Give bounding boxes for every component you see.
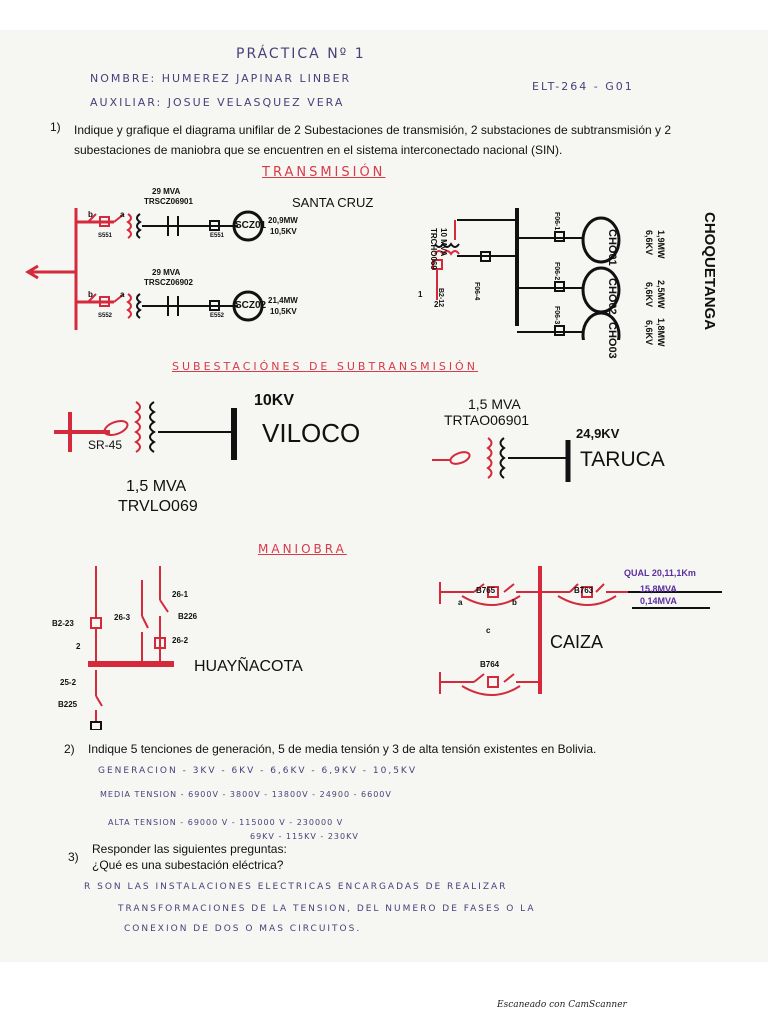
- q2-generation: GENERACION - 3KV - 6KV - 6,6KV - 6,9KV -…: [98, 766, 417, 776]
- caiza-b763: B763: [574, 586, 594, 595]
- scz-t1-label-a: a: [120, 210, 125, 219]
- q3-number: 3): [68, 850, 79, 864]
- hua-label-2: 2: [76, 642, 81, 651]
- hua-label-263: 26-3: [114, 613, 131, 622]
- hua-label-262: 26-2: [172, 636, 189, 645]
- scz-gen2: SCZ02: [235, 300, 267, 311]
- scz-t1-label-b: b: [88, 210, 93, 219]
- viloco-name: VILOCO: [262, 418, 361, 448]
- santa-cruz-name: SANTA CRUZ: [292, 195, 374, 210]
- scz-t1-code: TRSCZ06901: [144, 197, 193, 206]
- cho-gen3-name: CHO03: [606, 322, 618, 359]
- scz-gen1-mw: 20,9MW: [268, 216, 298, 225]
- cho-gen2-name: CHO02: [606, 278, 618, 315]
- cho-node-1: 1: [418, 290, 423, 299]
- scz-gen1-kv: 10,5KV: [270, 227, 297, 236]
- student-name: NOMBRE: HUMEREZ JAPINAR LINBER: [90, 72, 352, 85]
- scz-gen1: SCZ01: [235, 220, 267, 231]
- caiza-mva1: 15,8MVA: [640, 584, 677, 594]
- caiza-label-b: b: [512, 598, 517, 607]
- scz-t1-mva: 29 MVA: [152, 187, 181, 196]
- q1-text-line2: subestaciones de maniobra que se encuent…: [74, 143, 563, 157]
- scz-gen2-kv: 10,5KV: [270, 307, 297, 316]
- cho-gen2-mw: 2,5MW: [656, 280, 666, 309]
- scz-t2-mva: 29 MVA: [152, 268, 181, 277]
- cho-gen3-kv: 6,6KV: [644, 320, 654, 346]
- q1-number: 1): [50, 120, 61, 134]
- caiza-label-a: a: [458, 598, 463, 607]
- cho-gen2-kv: 6,6KV: [644, 282, 654, 308]
- q1-text-line1: Indique y grafique el diagrama unifilar …: [74, 123, 672, 137]
- caiza-b765: B765: [476, 586, 496, 595]
- scanner-watermark: Escaneado con CamScanner: [497, 1000, 627, 1010]
- choquetanga-name: CHOQUETANGA: [701, 212, 718, 331]
- q3-answer-line2: TRANSFORMACIONES DE LA TENSION, DEL NUME…: [118, 904, 536, 914]
- section-maneuver-title: MANIOBRA: [258, 542, 347, 556]
- taruca-mva: 1,5 MVA: [468, 396, 521, 412]
- cho-mva: 10 MVA: [439, 228, 448, 257]
- viloco-switch: SR-45: [88, 438, 123, 452]
- taruca-code: TRTAO06901: [444, 412, 530, 428]
- q2-media: MEDIA TENSION - 6900V - 3800V - 13800V -…: [100, 790, 392, 799]
- scanned-page: PRÁCTICA Nº 1 NOMBRE: HUMEREZ JAPINAR LI…: [0, 30, 768, 962]
- q2-alta-2: 69KV - 115KV - 230KV: [250, 832, 359, 841]
- taruca-kv: 24,9KV: [576, 426, 620, 441]
- scz-t2-breaker-left: S552: [98, 313, 113, 319]
- q3-answer-line1: R SON LAS INSTALACIONES ELECTRICAS ENCAR…: [84, 882, 508, 892]
- caiza-label-c: c: [486, 626, 491, 635]
- caiza-diagram: [439, 566, 722, 696]
- cho-gen2-breaker: F06-2: [553, 262, 560, 281]
- caiza-b764: B764: [480, 660, 500, 669]
- q2-text: Indique 5 tenciones de generación, 5 de …: [88, 742, 597, 756]
- cho-gen3-breaker: F06-3: [553, 306, 560, 325]
- cho-code: TRCHO069: [429, 228, 438, 270]
- hua-label-b225: B225: [58, 700, 78, 709]
- viloco-kv: 10KV: [254, 392, 295, 409]
- taruca-diagram: [432, 437, 571, 482]
- viloco-diagram: [54, 401, 237, 460]
- hua-label-b223: B2-23: [52, 619, 74, 628]
- q2-number: 2): [64, 742, 75, 756]
- scz-t2-breaker-right: E552: [210, 313, 225, 319]
- scz-t2-code: TRSCZ06902: [144, 278, 193, 287]
- q2-alta-1: ALTA TENSION - 69000 V - 115000 V - 2300…: [108, 818, 344, 827]
- caiza-name: CAIZA: [550, 632, 604, 652]
- cho-gen1-name: CHO01: [606, 229, 618, 266]
- viloco-mva: 1,5 MVA: [126, 478, 187, 495]
- taruca-name: TARUCA: [580, 448, 665, 471]
- huaynacota-name: HUAYÑACOTA: [194, 658, 303, 675]
- cho-gen1-mw: 1,9MW: [656, 230, 666, 259]
- section-subtransmission-title: SUBESTACIÓNES DE SUBTRANSMISIÓN: [172, 360, 478, 373]
- section-transmission-title: TRANSMISIÓN: [262, 165, 386, 180]
- scz-t2-label-b: b: [88, 290, 93, 299]
- cho-breaker-f: F06-4: [473, 282, 480, 301]
- hua-label-b226: B226: [178, 612, 198, 621]
- scz-gen2-mw: 21,4MW: [268, 296, 298, 305]
- page-title: PRÁCTICA Nº 1: [236, 46, 366, 62]
- scz-t2-label-a: a: [120, 290, 125, 299]
- course-code: ELT-264 - G01: [532, 80, 634, 93]
- huaynacota-diagram: [88, 566, 174, 730]
- santa-cruz-diagram: [25, 208, 264, 330]
- hua-label-261: 26-1: [172, 590, 189, 599]
- q3-answer-line3: CONEXION DE DOS O MAS CIRCUITOS.: [124, 924, 362, 934]
- caiza-mva2: 0,14MVA: [640, 596, 677, 606]
- cho-gen1-breaker: F06-1: [553, 212, 560, 231]
- q3-text-line2: ¿Qué es una subestación eléctrica?: [92, 858, 284, 872]
- scz-t1-breaker-right: E551: [210, 233, 225, 239]
- q3-text-line1: Responder las siguientes preguntas:: [92, 842, 287, 856]
- caiza-line: QUAL 20,11,1Km: [624, 568, 696, 578]
- cho-node-2: 2: [434, 300, 439, 309]
- viloco-code: TRVLO069: [118, 498, 198, 515]
- hua-label-252: 25-2: [60, 678, 77, 687]
- choquetanga-diagram: [432, 208, 621, 340]
- scz-t1-breaker-left: S551: [98, 233, 113, 239]
- auxiliar-name: AUXILIAR: JOSUE VELASQUEZ VERA: [90, 96, 345, 109]
- cho-gen3-mw: 1,8MW: [656, 318, 666, 347]
- cho-gen1-kv: 6,6KV: [644, 230, 654, 256]
